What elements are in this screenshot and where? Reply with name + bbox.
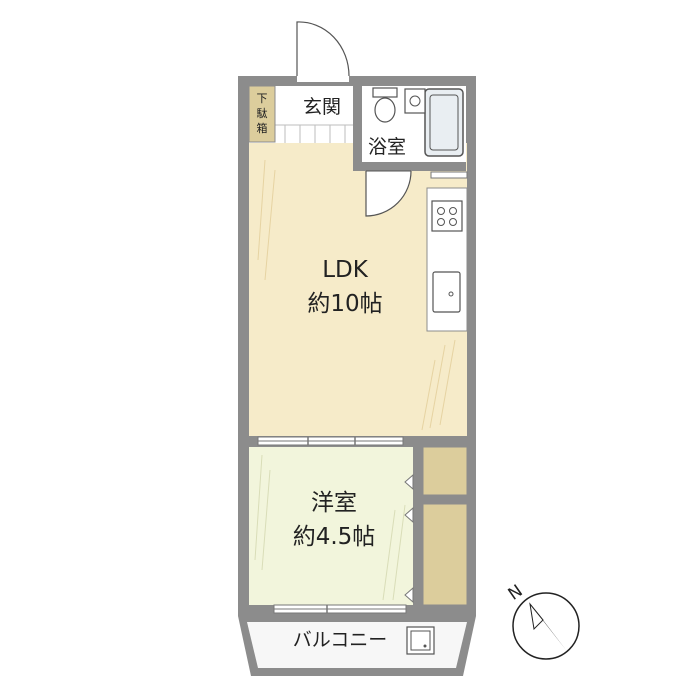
closet [422, 503, 468, 606]
ac-unit-dot [423, 644, 427, 648]
entrance-tile-grid [275, 124, 353, 143]
compass-needle-tail [529, 602, 544, 631]
storage-upper [422, 446, 468, 496]
burner-icon [437, 218, 445, 226]
hall-door [365, 170, 412, 217]
ac-unit-inner [410, 630, 431, 651]
shoe-box-label-1: 下 [257, 92, 268, 105]
shoe-box-label-3: 箱 [257, 121, 268, 135]
burner-icon [437, 207, 445, 215]
toilet-bowl [374, 97, 396, 123]
sink-drain [448, 291, 454, 297]
washbasin-drain [409, 95, 421, 107]
burner-icon [449, 218, 457, 226]
burner-icon [449, 207, 457, 215]
shoe-box-label-2: 駄 [257, 106, 268, 120]
entrance-door-opening [297, 72, 349, 82]
storage-divider [423, 495, 467, 504]
compass: N [505, 581, 580, 660]
bath-wall-bottom [353, 162, 466, 171]
bath-wall-left [353, 86, 362, 166]
vent [430, 171, 468, 179]
toilet-tank [372, 87, 398, 98]
shoe-box [248, 85, 276, 143]
closet-wall [413, 447, 423, 605]
entrance-door [296, 21, 350, 77]
ldk-name: LDK [322, 257, 369, 283]
bathtub-inner [429, 94, 459, 151]
ldk-size: 約10帖 [307, 291, 382, 317]
compass-ring [512, 592, 580, 660]
closet-doors [404, 473, 414, 604]
entrance-label: 玄関 [303, 96, 341, 118]
kitchen-sink [432, 271, 461, 313]
western-floor-shading [254, 454, 406, 601]
balcony-label: バルコニー [293, 629, 388, 651]
western-room-size: 約4.5帖 [293, 524, 376, 550]
ldk-floor-shading [257, 159, 456, 431]
bath-label: 浴室 [368, 136, 406, 158]
stove [431, 200, 463, 232]
western-room-name: 洋室 [311, 490, 357, 516]
